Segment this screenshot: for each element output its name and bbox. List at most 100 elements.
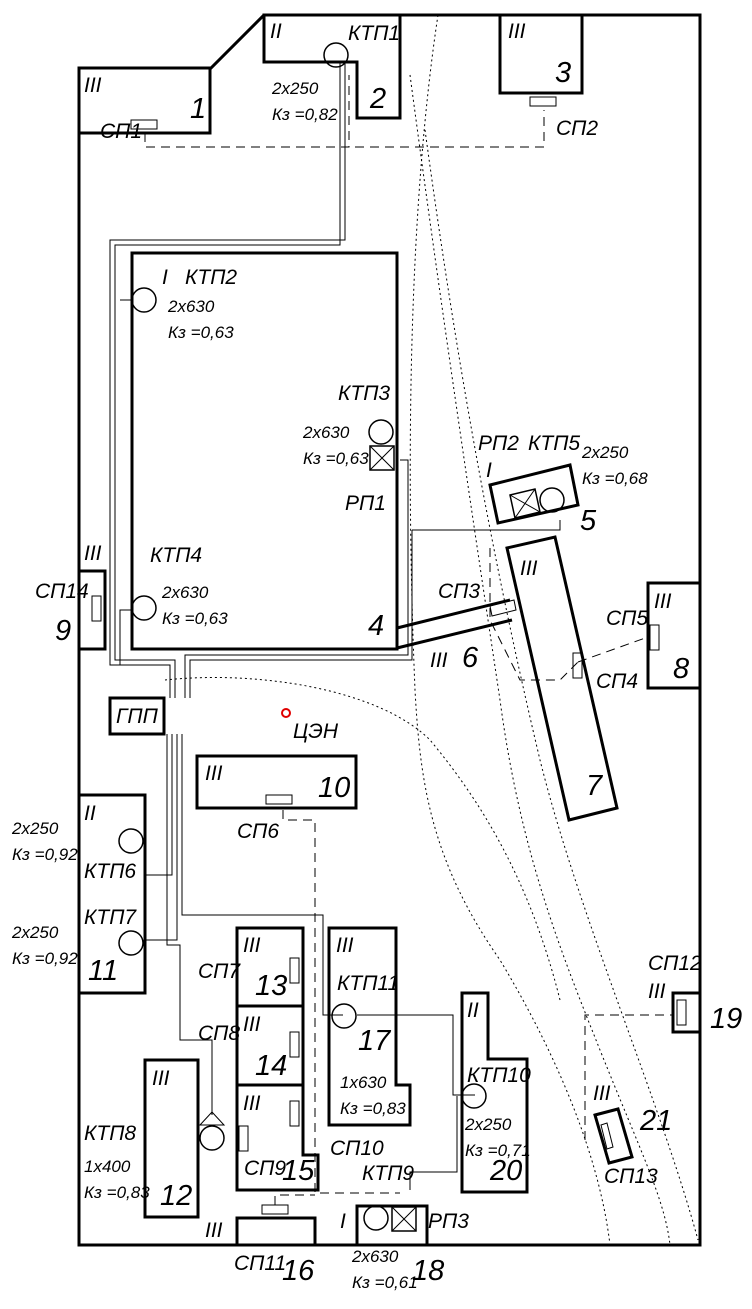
ktp1-rating: 2х250 xyxy=(271,79,319,98)
building-20-number: 20 xyxy=(489,1155,522,1187)
building-5-number: 5 xyxy=(580,505,597,537)
ktp7-name: КТП7 xyxy=(84,906,137,929)
building-15-category: III xyxy=(243,1092,261,1115)
ktp5-name: КТП5 xyxy=(528,432,580,455)
sp12-name: СП12 xyxy=(648,952,702,975)
ktp6-rating: 2х250 xyxy=(11,819,59,838)
ktp2-k: Кз =0,63 xyxy=(168,323,234,342)
ktp11-rating: 1х630 xyxy=(340,1073,387,1092)
building-1-number: 1 xyxy=(190,93,206,125)
ktp6: КТП6 2х250 Кз =0,92 xyxy=(11,819,144,883)
building-13-number: 13 xyxy=(255,970,287,1002)
sp14-name: СП14 xyxy=(35,580,89,603)
sp8: СП8 xyxy=(198,1022,300,1058)
sp9: СП9 xyxy=(238,1100,300,1180)
sp10-name: СП10 xyxy=(330,1137,384,1160)
building-1: III 1 xyxy=(77,66,212,135)
building-14: III 14 xyxy=(235,1004,305,1087)
building-15: III 15 xyxy=(235,1083,320,1192)
ktp7-rating: 2х250 xyxy=(11,923,59,942)
ktp8-k: Кз =0,83 xyxy=(84,1183,150,1202)
building-12-number: 12 xyxy=(160,1180,192,1212)
building-12: III 12 xyxy=(143,1058,200,1219)
ktp3-name: КТП3 xyxy=(338,382,390,405)
ktp2-rating: 2х630 xyxy=(167,297,215,316)
building-17: III 17 xyxy=(327,926,412,1127)
ktp10: КТП10 2х250 Кз =0,71 xyxy=(461,1064,531,1160)
sp11: СП11 xyxy=(234,1204,289,1275)
sp8-name: СП8 xyxy=(198,1022,240,1045)
ktp10-k: Кз =0,71 xyxy=(465,1141,531,1160)
building-18: I 18 xyxy=(340,1204,444,1287)
ktp8-rating: 1х400 xyxy=(84,1157,131,1176)
ktp8-name: КТП8 xyxy=(84,1122,136,1145)
building-4: I 4 xyxy=(130,251,399,651)
ktp9: КТП9 2х630 Кз =0,61 xyxy=(351,1162,418,1292)
ktp4-name: КТП4 xyxy=(150,544,202,567)
building-20-category: II xyxy=(467,999,479,1022)
ktp3-rating: 2х630 xyxy=(302,423,350,442)
ktp2-name: КТП2 xyxy=(185,266,237,289)
building-17-number: 17 xyxy=(358,1025,392,1057)
sp6: СП6 xyxy=(237,794,293,843)
building-19-number: 19 xyxy=(710,1003,742,1035)
ktp8: КТП8 1х400 Кз =0,83 xyxy=(84,1111,226,1202)
building-10-number: 10 xyxy=(318,772,350,804)
ktp9-rating: 2х630 xyxy=(351,1247,399,1266)
ktp5: КТП5 2х250 Кз =0,68 xyxy=(528,432,648,513)
sp6-name: СП6 xyxy=(237,820,279,843)
building-12-category: III xyxy=(152,1067,170,1090)
building-7: III 7 xyxy=(505,535,619,822)
ktp6-k: Кз =0,92 xyxy=(12,845,78,864)
building-11: II 11 xyxy=(77,793,147,995)
building-4-number: 4 xyxy=(368,610,384,642)
building-19: III 19 xyxy=(648,980,742,1035)
ktp10-name: КТП10 xyxy=(467,1064,531,1087)
ktp1: КТП1 2х250 Кз =0,82 xyxy=(271,22,400,124)
sp12: СП12 xyxy=(648,952,702,1026)
rp1: РП1 xyxy=(345,445,395,515)
rp2-name: РП2 xyxy=(478,432,519,455)
load-center-label: ЦЭН xyxy=(293,720,339,743)
building-18-number: 18 xyxy=(412,1255,444,1287)
sp10: СП10 xyxy=(330,1137,384,1160)
ktp4-k: Кз =0,63 xyxy=(162,609,228,628)
ktp5-rating: 2х250 xyxy=(581,443,629,462)
sp3-name: СП3 xyxy=(438,580,480,603)
building-14-category: III xyxy=(243,1013,261,1036)
building-8-number: 8 xyxy=(673,653,689,685)
sp13: СП13 xyxy=(600,1122,658,1188)
ktp3: КТП3 2х630 Кз =0,63 xyxy=(302,382,394,468)
building-1-category: III xyxy=(84,74,102,97)
building-5: I 5 xyxy=(486,459,597,537)
sp14: СП14 xyxy=(35,580,102,622)
sp2-name: СП2 xyxy=(556,117,598,140)
building-3: III 3 xyxy=(498,13,584,95)
rp2: РП2 xyxy=(478,432,541,519)
building-11-category: II xyxy=(84,802,96,825)
hv-cables xyxy=(109,62,561,1190)
building-4-category: I xyxy=(162,266,168,289)
rp3: РП3 xyxy=(391,1206,469,1233)
building-3-category: III xyxy=(508,20,526,43)
ktp6-name: КТП6 xyxy=(84,860,136,883)
ktp5-k: Кз =0,68 xyxy=(582,469,648,488)
ktp2: КТП2 2х630 Кз =0,63 xyxy=(131,266,237,342)
building-10: III 10 xyxy=(195,754,358,810)
building-9-category: III xyxy=(84,542,102,565)
sp3: СП3 xyxy=(438,580,517,617)
sp13-name: СП13 xyxy=(604,1165,658,1188)
ktp11-name: КТП11 xyxy=(337,972,399,995)
ktp4-rating: 2х630 xyxy=(161,583,209,602)
building-14-number: 14 xyxy=(255,1050,287,1082)
ktp11: КТП11 1х630 Кз =0,83 xyxy=(331,972,406,1118)
building-6-number: 6 xyxy=(462,642,479,674)
ktp1-name: КТП1 xyxy=(348,22,400,45)
sp11-name: СП11 xyxy=(234,1252,286,1275)
building-18-category: I xyxy=(340,1210,346,1233)
building-6: III 6 xyxy=(396,598,513,674)
main-substation: ГПП xyxy=(108,696,166,736)
ktp4: КТП4 2х630 Кз =0,63 xyxy=(131,544,228,628)
sp1-name: СП1 xyxy=(100,120,142,143)
ktp1-k: Кз =0,82 xyxy=(272,105,338,124)
